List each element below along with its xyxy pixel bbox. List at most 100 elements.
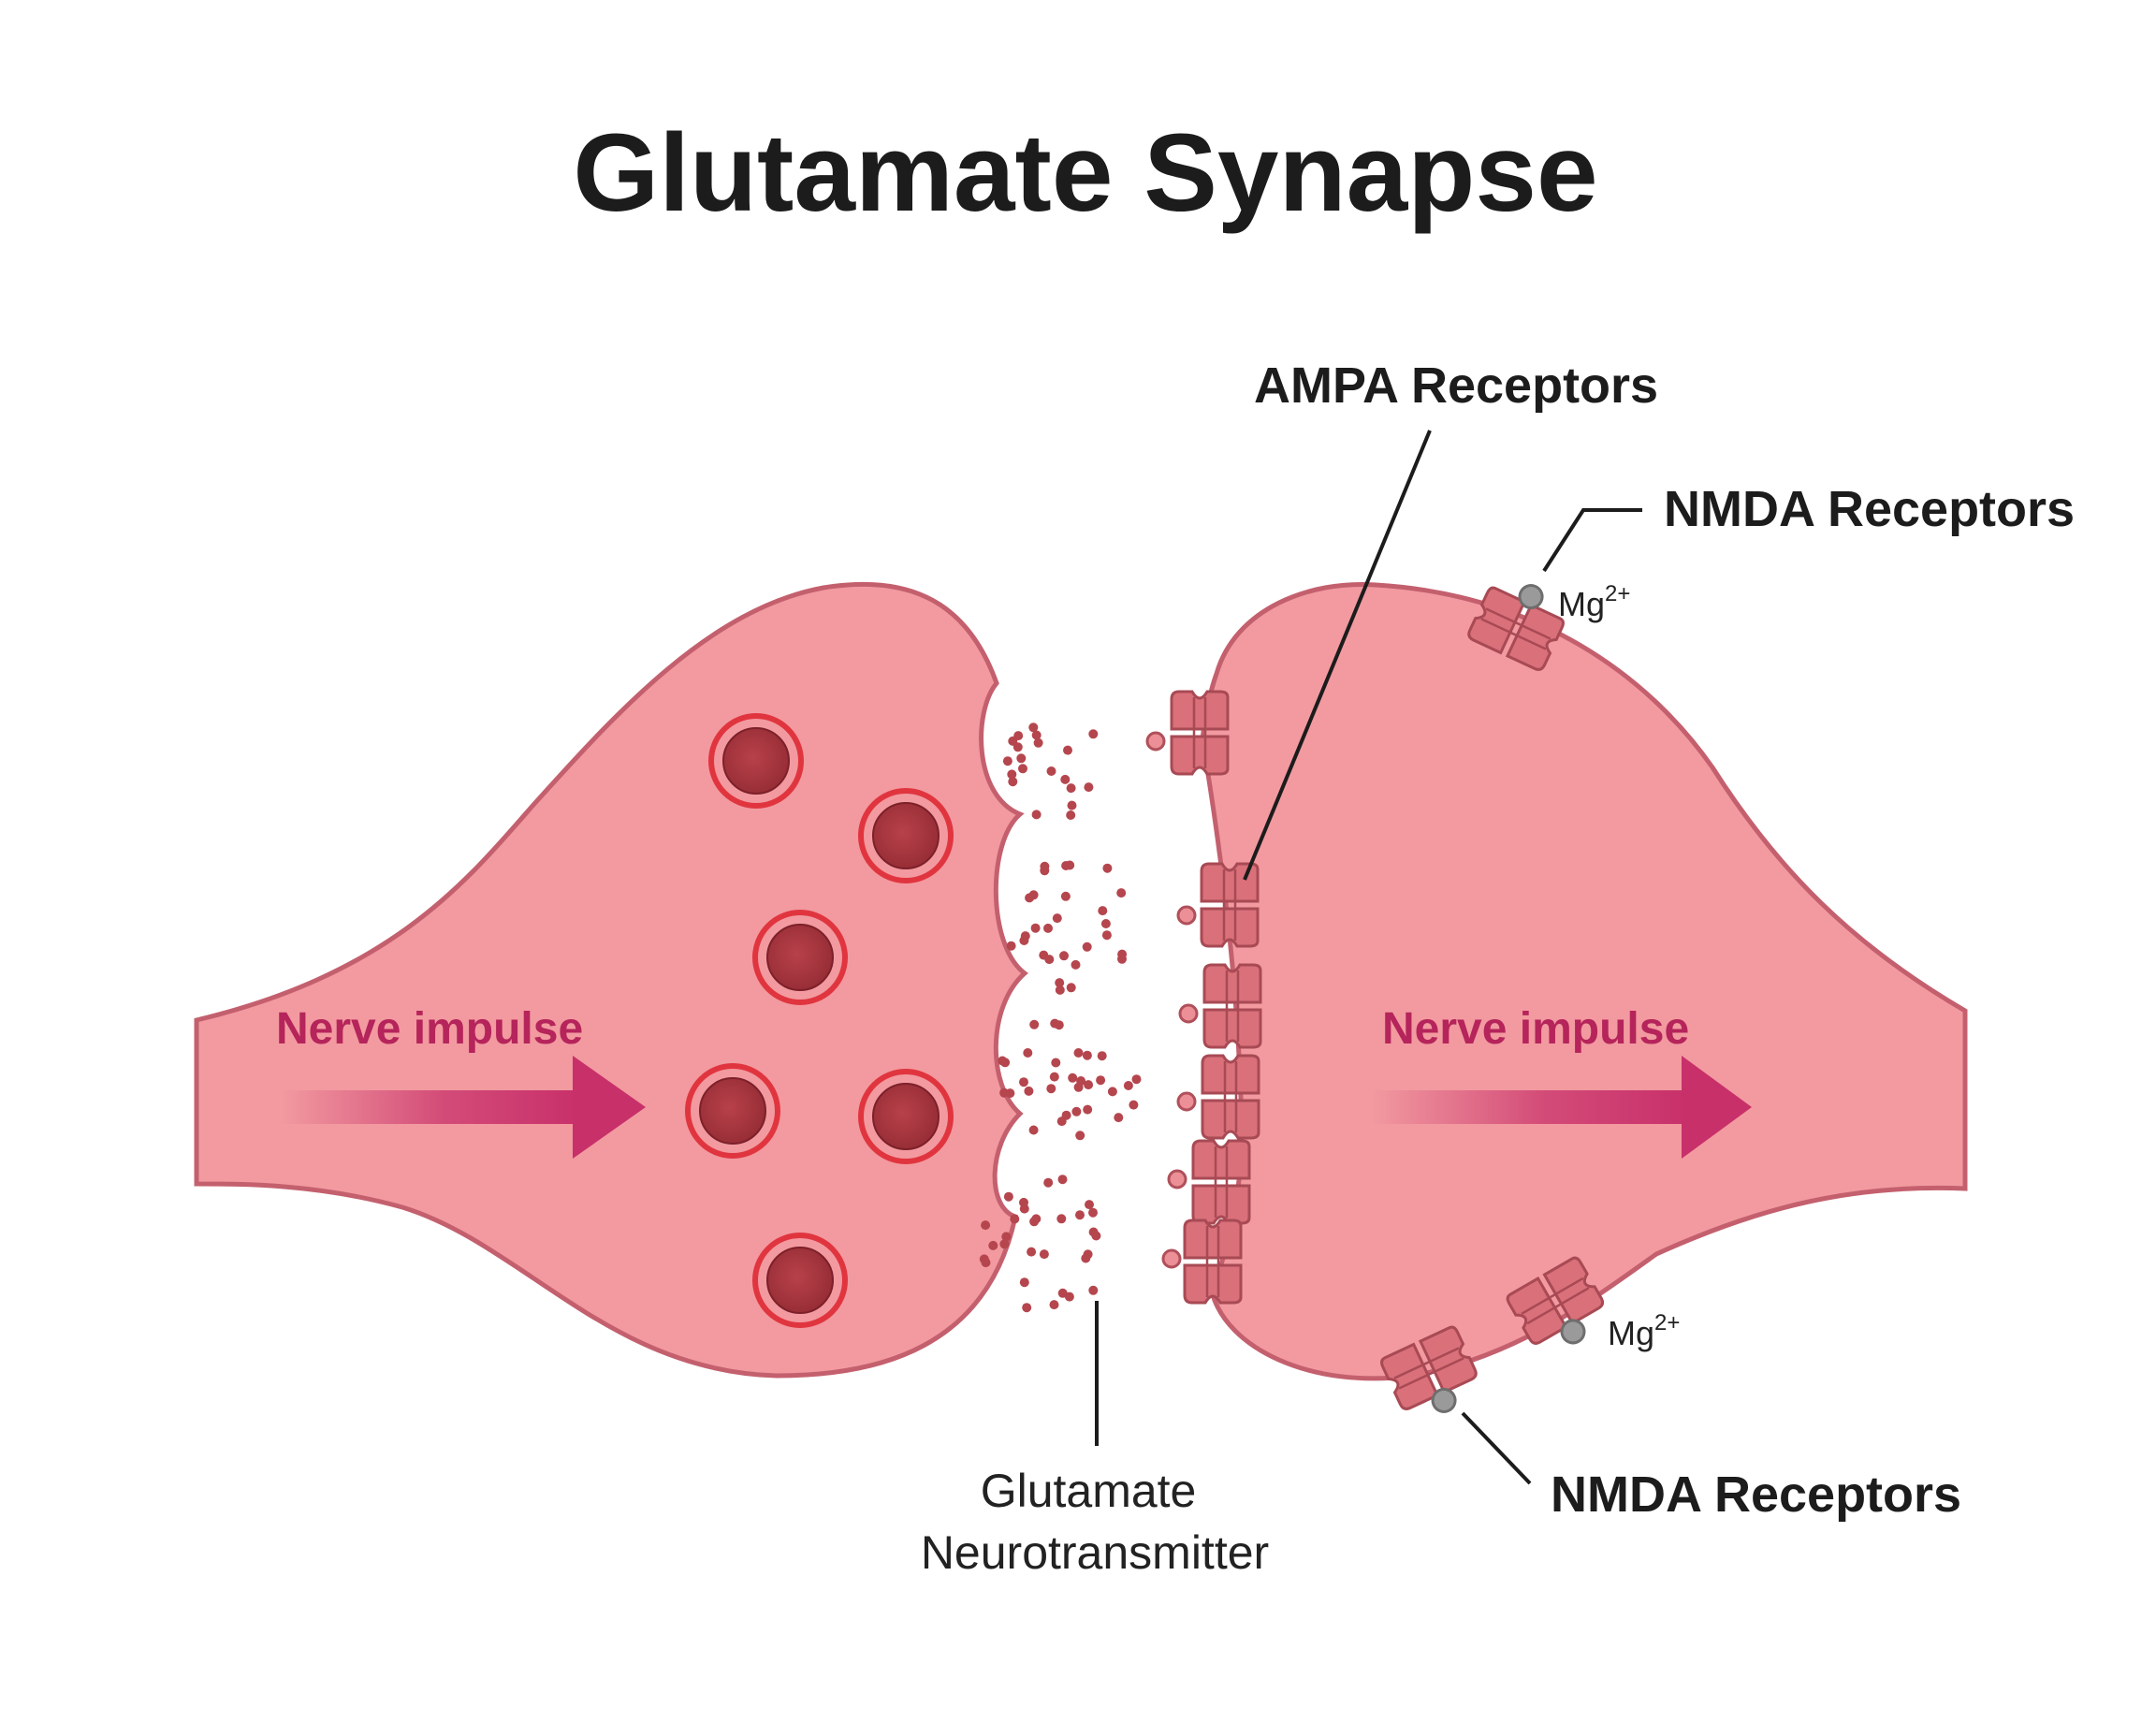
glutamate-particle <box>1046 1084 1056 1094</box>
glutamate-particle <box>1046 766 1056 776</box>
glutamate-particle <box>1098 906 1108 916</box>
glutamate-particle <box>1088 729 1099 739</box>
glutamate-particle <box>1101 930 1112 941</box>
vesicle-icon <box>752 910 848 1005</box>
glutamate-particle <box>1055 985 1065 995</box>
glutamate-particle <box>1002 756 1012 766</box>
glutamate-particle <box>1052 913 1062 924</box>
glutamate-particle <box>1060 891 1071 901</box>
nmda-top-leader-line <box>1542 508 1642 573</box>
glutamate-particle <box>1073 1048 1084 1058</box>
glutamate-particle <box>1107 1087 1117 1097</box>
glutamate-particle <box>1019 1277 1029 1288</box>
mg-ion-label-bottom: Mg2+ <box>1608 1310 1680 1352</box>
page-title: Glutamate Synapse <box>573 111 1597 235</box>
glutamate-particle <box>1102 863 1113 873</box>
glutamate-particle <box>1016 753 1027 764</box>
nerve-impulse-label-left: Nerve impulse <box>276 1004 583 1054</box>
mg-ion-icon <box>1431 1387 1457 1413</box>
mg-ion-icon <box>1560 1319 1586 1345</box>
glutamate-particle <box>1061 1110 1071 1120</box>
presynaptic-neuron <box>194 581 1028 1379</box>
bound-glutamate <box>1176 905 1197 926</box>
glutamate-particle <box>1131 1074 1142 1085</box>
bound-glutamate <box>1176 1091 1197 1112</box>
vesicle-icon <box>685 1063 780 1159</box>
glutamate-particle <box>1022 1303 1032 1313</box>
glutamate-particle <box>1001 1232 1012 1242</box>
glutamate-particle <box>1064 1292 1074 1302</box>
glutamate-particle <box>1005 1088 1015 1099</box>
glutamate-neurotransmitter-label: Glutamate Neurotransmitter <box>921 1465 1269 1579</box>
glutamate-particle <box>1084 1080 1094 1090</box>
glutamate-particle <box>1019 1204 1029 1214</box>
glutamate-particle <box>1061 861 1071 870</box>
glutamate-particle <box>1028 1125 1039 1135</box>
receptors <box>1145 584 1605 1413</box>
glutamate-particle <box>1075 1131 1085 1141</box>
glutamate-particle <box>1049 1300 1059 1310</box>
glutamate-particle <box>1012 742 1023 752</box>
glutamate-particle <box>1066 983 1076 993</box>
glutamate-particle <box>979 1254 989 1264</box>
glutamate-particle <box>981 1220 991 1231</box>
glutamate-particle <box>1043 923 1053 933</box>
glutamate-particle <box>1063 745 1072 755</box>
glutamate-particle <box>1117 954 1127 964</box>
vesicle-icon <box>708 713 804 809</box>
nerve-impulse-label-right: Nerve impulse <box>1382 1004 1689 1054</box>
ampa-receptor-icon <box>1170 690 1230 776</box>
arrow-right-icon <box>1371 1056 1752 1159</box>
glutamate-particle <box>1100 919 1111 928</box>
glutamate-particle <box>1040 861 1050 871</box>
bound-glutamate <box>1167 1169 1187 1189</box>
glutamate-particle <box>1082 1050 1092 1060</box>
glutamate-particle <box>1129 1100 1139 1110</box>
glutamate-particle <box>1029 1019 1040 1029</box>
glutamate-particle <box>1059 951 1069 961</box>
glutamate-particle <box>1084 782 1094 793</box>
glutamate-particle <box>1051 1058 1061 1068</box>
glutamate-particle <box>988 1240 998 1250</box>
ampa-receptor-icon <box>1201 1054 1260 1140</box>
glutamate-particle <box>1060 774 1071 784</box>
bound-glutamate <box>1161 1248 1182 1269</box>
glutamate-particle <box>1057 1175 1068 1185</box>
glutamate-particle <box>1020 931 1030 941</box>
glutamate-particle <box>1076 1076 1086 1086</box>
glutamate-particle <box>1010 1214 1020 1224</box>
glutamate-particle <box>1028 722 1039 733</box>
bound-glutamate <box>1145 731 1166 752</box>
glutamate-particle <box>1024 1086 1034 1096</box>
glutamate-particle <box>1003 1191 1013 1202</box>
glutamate-particle <box>1067 800 1077 810</box>
glutamate-particle <box>1007 769 1017 780</box>
nmda-receptors-label-top: NMDA Receptors <box>1664 481 2075 537</box>
glutamate-particle <box>1055 978 1065 988</box>
glutamate-particles <box>979 722 1142 1313</box>
glutamate-particle <box>1097 1051 1107 1061</box>
bound-glutamate <box>1178 1003 1199 1024</box>
glutamate-particle <box>1071 1106 1082 1116</box>
glutamate-particle <box>1071 959 1081 970</box>
ampa-receptor-icon <box>1200 862 1260 948</box>
glutamate-particle <box>1018 764 1027 774</box>
mg-ion-label-top: Mg2+ <box>1558 581 1630 623</box>
glutamate-particle <box>1006 941 1016 951</box>
glutamate-particle <box>1066 810 1076 820</box>
glutamate-particle <box>1116 888 1127 898</box>
glutamate-particle <box>1088 1207 1098 1218</box>
nmda-receptor-icon <box>1506 1256 1605 1345</box>
vesicle-icon <box>858 1069 954 1164</box>
leader-lines <box>1095 430 1642 1485</box>
glutamate-particle <box>1039 1249 1049 1260</box>
glutamate-particle <box>1043 1177 1054 1188</box>
mg-ion-icon <box>1518 584 1544 610</box>
glutamate-particle <box>1075 1210 1085 1220</box>
glutamate-particle <box>1049 1072 1059 1082</box>
glutamate-particle <box>1008 777 1018 787</box>
glutamate-particle <box>1044 955 1055 965</box>
ampa-receptor-icon <box>1202 963 1262 1049</box>
vesicle-icon <box>858 788 954 883</box>
